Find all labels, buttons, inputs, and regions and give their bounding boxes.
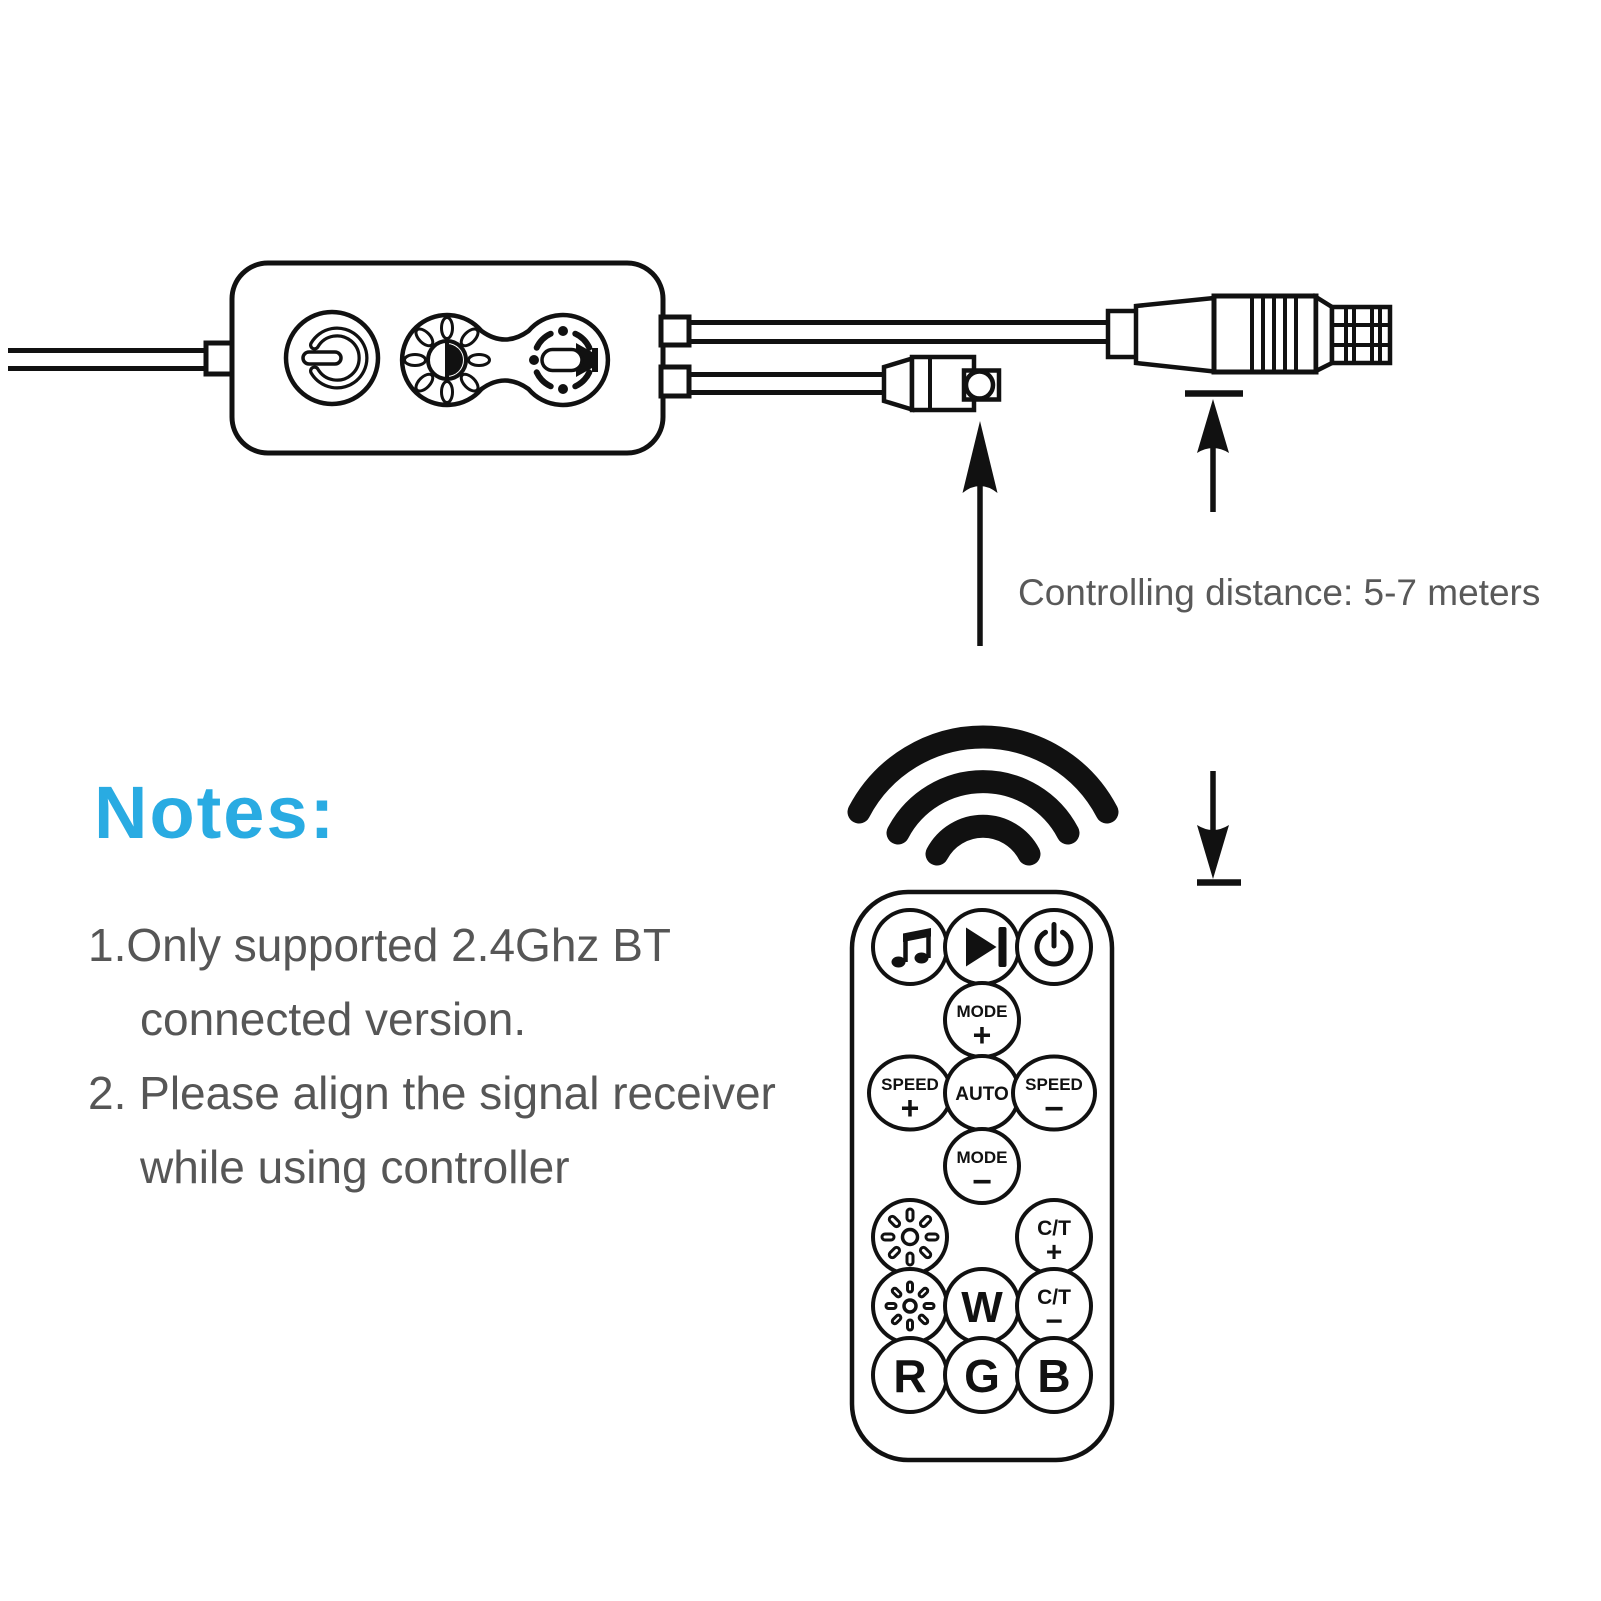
remote-control: MODE + SPEED + AUTO SPEED − MODE − [849, 889, 1115, 1463]
distance-arrow-top [1185, 390, 1243, 512]
notes-list: 1.Only supported 2.4Ghz BT connected ver… [88, 908, 776, 1204]
play-next-icon [966, 927, 1007, 967]
output-stub-bottom [658, 364, 692, 399]
svg-text:SPEED: SPEED [1025, 1075, 1083, 1094]
power-icon [283, 309, 381, 407]
output-stub-top [658, 314, 692, 348]
controlling-distance-label: Controlling distance: 5-7 meters [1018, 572, 1541, 613]
remote-button-auto: AUTO [943, 1054, 1021, 1132]
main-connector-cable [689, 292, 1393, 375]
svg-text:−: − [1045, 1305, 1063, 1338]
svg-text:W: W [961, 1283, 1003, 1332]
receiver-pointer-arrow [962, 421, 998, 646]
power-icon [1034, 922, 1074, 967]
remote-button-white: W [943, 1267, 1021, 1345]
remote-button-mode-plus: MODE + [943, 981, 1021, 1059]
note-line-1: 1.Only supported 2.4Ghz BT [88, 919, 671, 971]
microphone-icon [529, 326, 598, 394]
peanut-buttons [399, 312, 611, 408]
remote-button-red: R [871, 1336, 949, 1414]
svg-text:MODE: MODE [957, 1148, 1008, 1167]
svg-text:−: − [1044, 1090, 1064, 1128]
remote-button-speed-minus: SPEED − [1011, 1054, 1097, 1132]
brightness-down-icon [884, 1280, 936, 1332]
remote-button-brightness-up [871, 1198, 949, 1276]
remote-button-mode-minus: MODE − [943, 1127, 1021, 1205]
remote-button-ct-plus: C/T + [1015, 1198, 1093, 1276]
svg-text:−: − [972, 1163, 992, 1201]
remote-button-speed-plus: SPEED + [867, 1054, 953, 1132]
svg-text:AUTO: AUTO [955, 1084, 1008, 1105]
svg-text:+: + [901, 1090, 920, 1126]
input-cable [8, 340, 236, 377]
remote-button-brightness-down [871, 1267, 949, 1345]
music-note-icon [891, 928, 931, 968]
note-line-2: connected version. [140, 993, 527, 1045]
remote-button-power [1015, 908, 1093, 986]
brightness-icon [403, 316, 491, 404]
note-line-3: 2. Please align the signal receiver [88, 1067, 776, 1119]
remote-button-green: G [943, 1336, 1021, 1414]
svg-text:C/T: C/T [1037, 1217, 1071, 1240]
brightness-up-icon [880, 1207, 940, 1267]
svg-text:+: + [973, 1017, 992, 1053]
remote-button-ct-minus: C/T − [1015, 1267, 1093, 1345]
svg-text:G: G [964, 1350, 1000, 1402]
note-line-4: while using controller [140, 1141, 570, 1193]
connector-plug [1105, 292, 1393, 375]
receiver-cable [689, 354, 1002, 413]
distance-arrow-bottom [1197, 771, 1241, 886]
svg-text:MODE: MODE [957, 1002, 1008, 1021]
svg-text:C/T: C/T [1037, 1286, 1071, 1309]
remote-button-blue: B [1015, 1336, 1093, 1414]
svg-text:B: B [1037, 1350, 1070, 1402]
receiver-eye [963, 369, 996, 401]
svg-text:SPEED: SPEED [881, 1075, 939, 1094]
wifi-signal-icon [847, 725, 1119, 866]
svg-text:+: + [1046, 1236, 1062, 1267]
remote-button-play-next [943, 908, 1021, 986]
controller-unit [8, 260, 692, 456]
notes-title: Notes: [94, 771, 337, 854]
svg-text:R: R [893, 1350, 926, 1402]
signal-receiver [881, 354, 1002, 413]
remote-button-music [871, 908, 949, 986]
